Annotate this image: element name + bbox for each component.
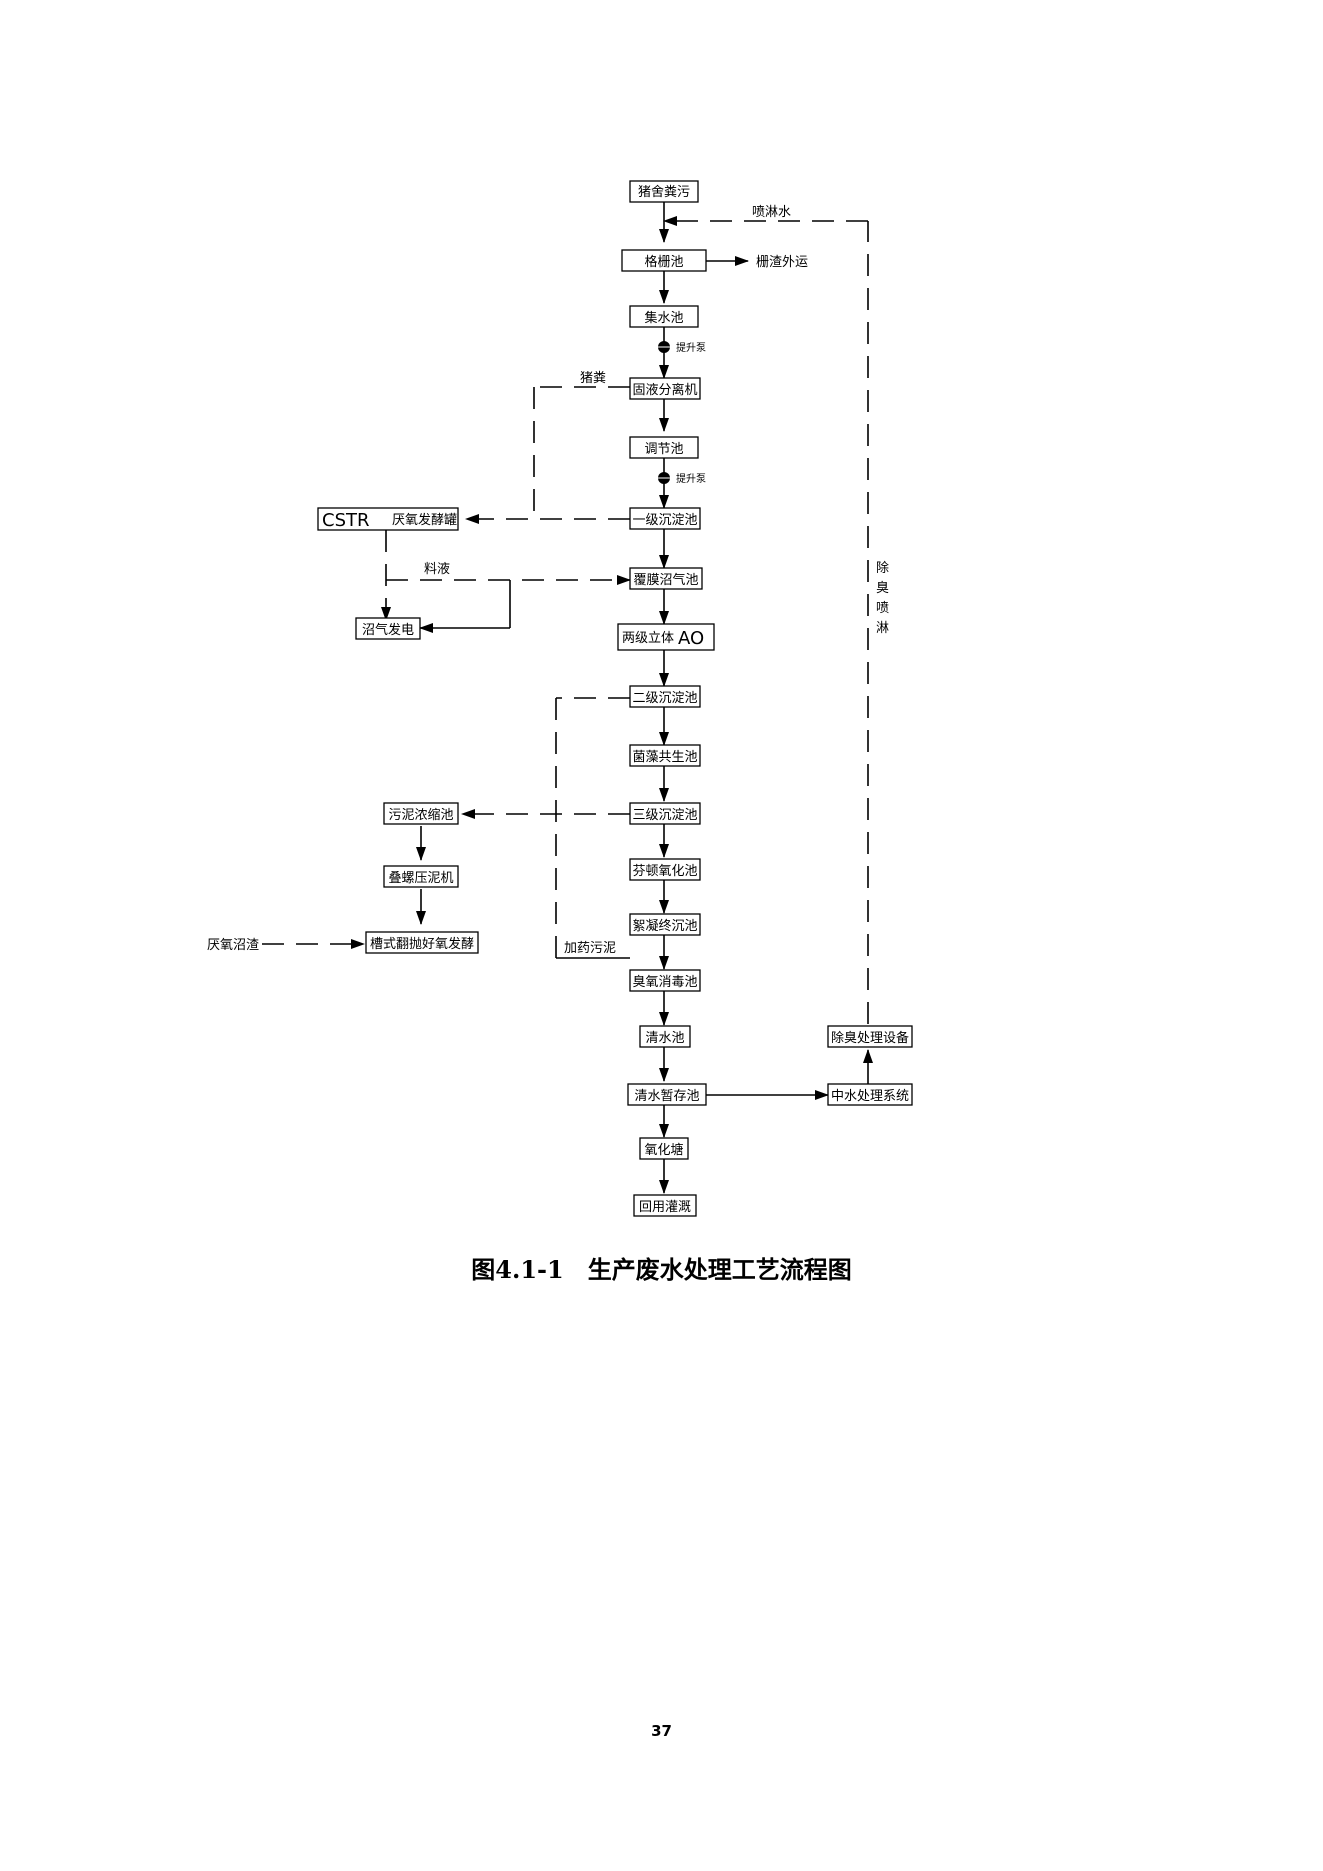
- svg-text:沼气发电: 沼气发电: [362, 622, 414, 638]
- node-irrigation: 回用灌溉: [633, 1194, 697, 1217]
- node-sludge-thicken: 污泥浓缩池: [383, 802, 459, 825]
- node-biogas-pond: 覆膜沼气池: [629, 567, 703, 590]
- figure-number: 图4.1-1: [471, 1255, 564, 1284]
- node-ao: 两级立体 AO: [617, 623, 715, 651]
- svg-text:臭: 臭: [876, 581, 889, 596]
- figure-caption: 图4.1-1 生产废水处理工艺流程图: [0, 1250, 1323, 1285]
- lift-pump-icon: [656, 341, 672, 353]
- svg-text:覆膜沼气池: 覆膜沼气池: [633, 572, 698, 588]
- svg-text:集水池: 集水池: [644, 310, 683, 326]
- svg-text:两级立体: 两级立体: [622, 631, 674, 646]
- svg-text:污泥浓缩池: 污泥浓缩池: [388, 807, 453, 823]
- lift-pump-label-2: 提升泵: [676, 473, 706, 485]
- node-primary-settle: 一级沉淀池: [629, 507, 701, 530]
- spray-water-loop: [663, 216, 869, 1024]
- page-number: 37: [651, 1722, 672, 1740]
- feed-liquid-label: 料液: [424, 562, 450, 577]
- node-algae-tank: 菌藻共生池: [629, 744, 701, 767]
- deodor-spray-label: 除 臭 喷 淋: [876, 561, 889, 636]
- svg-text:中水处理系统: 中水处理系统: [831, 1089, 909, 1104]
- dosing-sludge-label: 加药污泥: [564, 941, 616, 956]
- svg-text:调节池: 调节池: [644, 442, 683, 457]
- svg-text:芬顿氧化池: 芬顿氧化池: [632, 864, 697, 879]
- svg-text:臭氧消毒池: 臭氧消毒池: [632, 975, 697, 990]
- spray-water-label: 喷淋水: [752, 205, 791, 220]
- svg-text:喷: 喷: [876, 601, 889, 616]
- svg-text:CSTR: CSTR: [322, 510, 370, 531]
- node-collect-tank: 集水池: [629, 305, 699, 328]
- node-clear-storage: 清水暂存池: [627, 1083, 707, 1106]
- svg-text:固液分离机: 固液分离机: [632, 382, 697, 398]
- node-deodor-equip: 除臭处理设备: [827, 1025, 913, 1048]
- node-adjust-tank: 调节池: [629, 436, 699, 459]
- pig-manure-line: [533, 386, 630, 519]
- svg-text:菌藻共生池: 菌藻共生池: [632, 750, 697, 765]
- svg-text:槽式翻抛好氧发酵: 槽式翻抛好氧发酵: [370, 936, 474, 952]
- svg-text:絮凝终沉池: 絮凝终沉池: [632, 918, 697, 934]
- node-pig-house: 猪舍粪污: [629, 180, 699, 203]
- node-power-gen: 沼气发电: [355, 617, 421, 640]
- svg-text:回用灌溉: 回用灌溉: [639, 1200, 691, 1215]
- node-separator: 固液分离机: [629, 377, 701, 400]
- node-clear-tank: 清水池: [639, 1025, 691, 1048]
- svg-text:清水池: 清水池: [645, 1031, 684, 1046]
- svg-text:二级沉淀池: 二级沉淀池: [632, 691, 697, 706]
- svg-text:AO: AO: [678, 628, 704, 649]
- node-floc-settle: 絮凝终沉池: [629, 913, 701, 936]
- node-third-settle: 三级沉淀池: [629, 802, 701, 825]
- svg-text:淋: 淋: [876, 621, 889, 636]
- node-oxidation-pond: 氧化塘: [639, 1137, 689, 1160]
- svg-text:三级沉淀池: 三级沉淀池: [632, 808, 697, 823]
- svg-text:除臭处理设备: 除臭处理设备: [831, 1030, 909, 1046]
- pig-manure-label: 猪粪: [580, 371, 606, 386]
- node-secondary-settle: 二级沉淀池: [629, 685, 701, 708]
- svg-text:猪舍粪污: 猪舍粪污: [638, 185, 690, 200]
- svg-text:氧化塘: 氧化塘: [644, 1142, 683, 1158]
- svg-text:一级沉淀池: 一级沉淀池: [632, 513, 697, 528]
- lift-pump-icon: [656, 472, 672, 484]
- svg-text:格栅池: 格栅池: [644, 254, 683, 270]
- node-reclaimed-system: 中水处理系统: [827, 1083, 913, 1106]
- cstr-branch-lines: [381, 530, 631, 633]
- node-screw-press: 叠螺压泥机: [383, 865, 459, 888]
- lift-pump-label-1: 提升泵: [676, 342, 706, 354]
- svg-text:厌氧发酵罐: 厌氧发酵罐: [392, 512, 457, 528]
- svg-text:叠螺压泥机: 叠螺压泥机: [388, 871, 453, 886]
- screen-residue-label: 栅渣外运: [756, 255, 808, 270]
- node-grid-tank: 格栅池: [621, 249, 707, 272]
- node-fenton: 芬顿氧化池: [629, 858, 701, 881]
- svg-text:除: 除: [876, 561, 889, 576]
- anaerobic-residue-label: 厌氧沼渣: [207, 938, 259, 953]
- node-aerobic-ferment: 槽式翻抛好氧发酵: [365, 931, 479, 954]
- svg-text:清水暂存池: 清水暂存池: [634, 1089, 699, 1104]
- figure-title: 生产废水处理工艺流程图: [587, 1255, 852, 1284]
- node-ozone: 臭氧消毒池: [629, 969, 701, 992]
- node-cstr: CSTR 厌氧发酵罐: [317, 507, 459, 531]
- sludge-lines: [461, 697, 630, 959]
